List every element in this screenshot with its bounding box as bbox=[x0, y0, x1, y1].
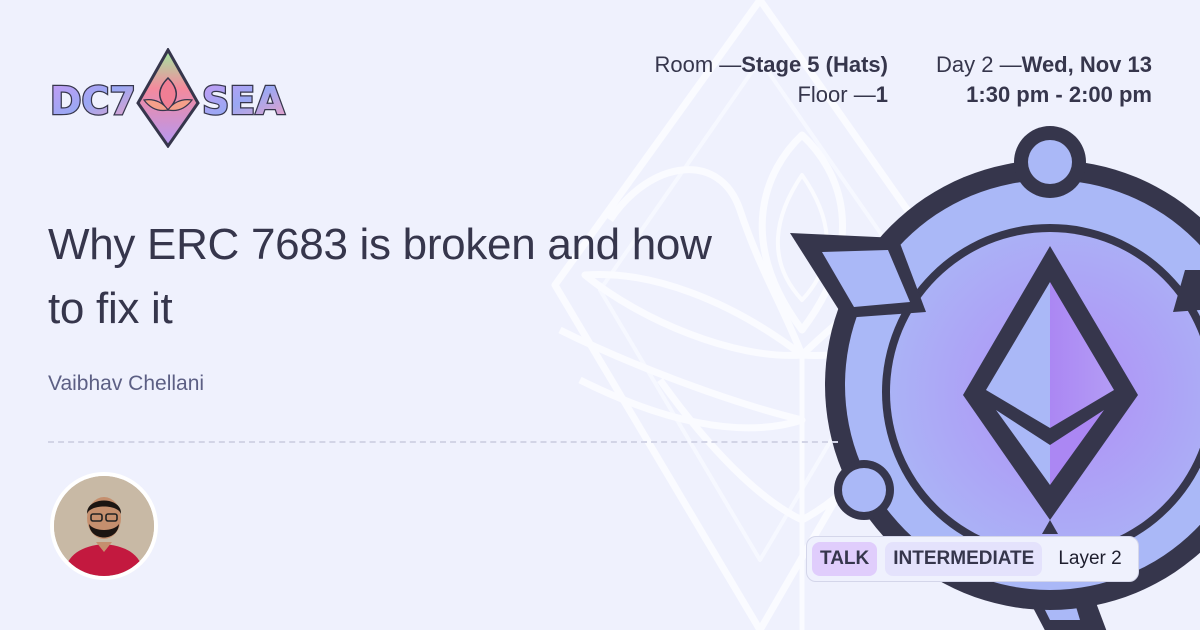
tag-type: TALK bbox=[812, 542, 878, 576]
room-value: Stage 5 (Hats) bbox=[741, 52, 888, 77]
venue-info: Room —Stage 5 (Hats) Floor —1 bbox=[654, 50, 888, 110]
schedule-info: Day 2 —Wed, Nov 13 1:30 pm - 2:00 pm bbox=[936, 50, 1152, 110]
devcon-sea-logo: DC7 SEA bbox=[48, 46, 288, 149]
talk-tags: TALK INTERMEDIATE Layer 2 bbox=[806, 536, 1139, 582]
room-label: Room — bbox=[654, 52, 742, 77]
divider bbox=[48, 441, 838, 443]
ethereum-badge-illustration bbox=[790, 126, 1200, 630]
tag-track: Layer 2 bbox=[1058, 548, 1122, 569]
time-range: 1:30 pm - 2:00 pm bbox=[966, 82, 1152, 107]
speaker-photo bbox=[54, 476, 154, 576]
speaker-avatar bbox=[50, 472, 158, 580]
session-meta: Room —Stage 5 (Hats) Floor —1 Day 2 —Wed… bbox=[654, 50, 1152, 110]
logo-text-dc7: DC7 bbox=[50, 79, 136, 123]
floor-label: Floor — bbox=[797, 82, 876, 107]
day-value: Wed, Nov 13 bbox=[1021, 52, 1152, 77]
tag-level: INTERMEDIATE bbox=[885, 542, 1043, 576]
speaker-name: Vaibhav Chellani bbox=[48, 372, 205, 395]
talk-title: Why ERC 7683 is broken and how to fix it bbox=[48, 220, 712, 333]
day-label: Day 2 — bbox=[935, 52, 1022, 77]
floor-value: 1 bbox=[875, 82, 888, 107]
logo-text-sea: SEA bbox=[202, 79, 285, 123]
